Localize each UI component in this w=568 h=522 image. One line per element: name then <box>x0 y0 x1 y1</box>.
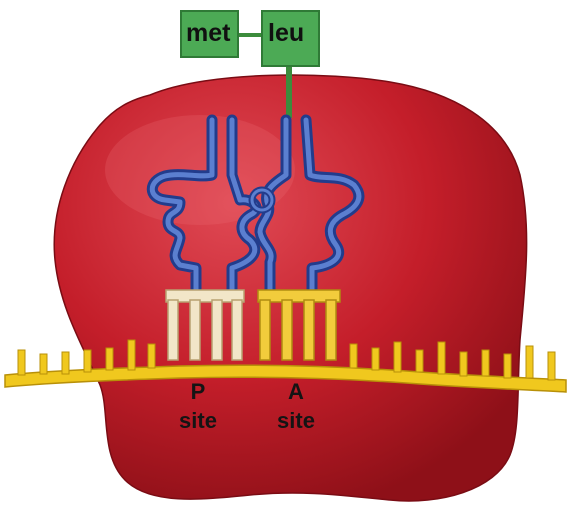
a-site-label: A site <box>256 380 336 432</box>
p-site-word: site <box>158 409 238 432</box>
p-site-label: P site <box>158 380 238 432</box>
p-site-letter: P <box>158 380 238 403</box>
leu-label: leu <box>268 21 304 46</box>
met-label: met <box>186 21 230 46</box>
a-site-letter: A <box>256 380 336 403</box>
a-site-word: site <box>256 409 336 432</box>
